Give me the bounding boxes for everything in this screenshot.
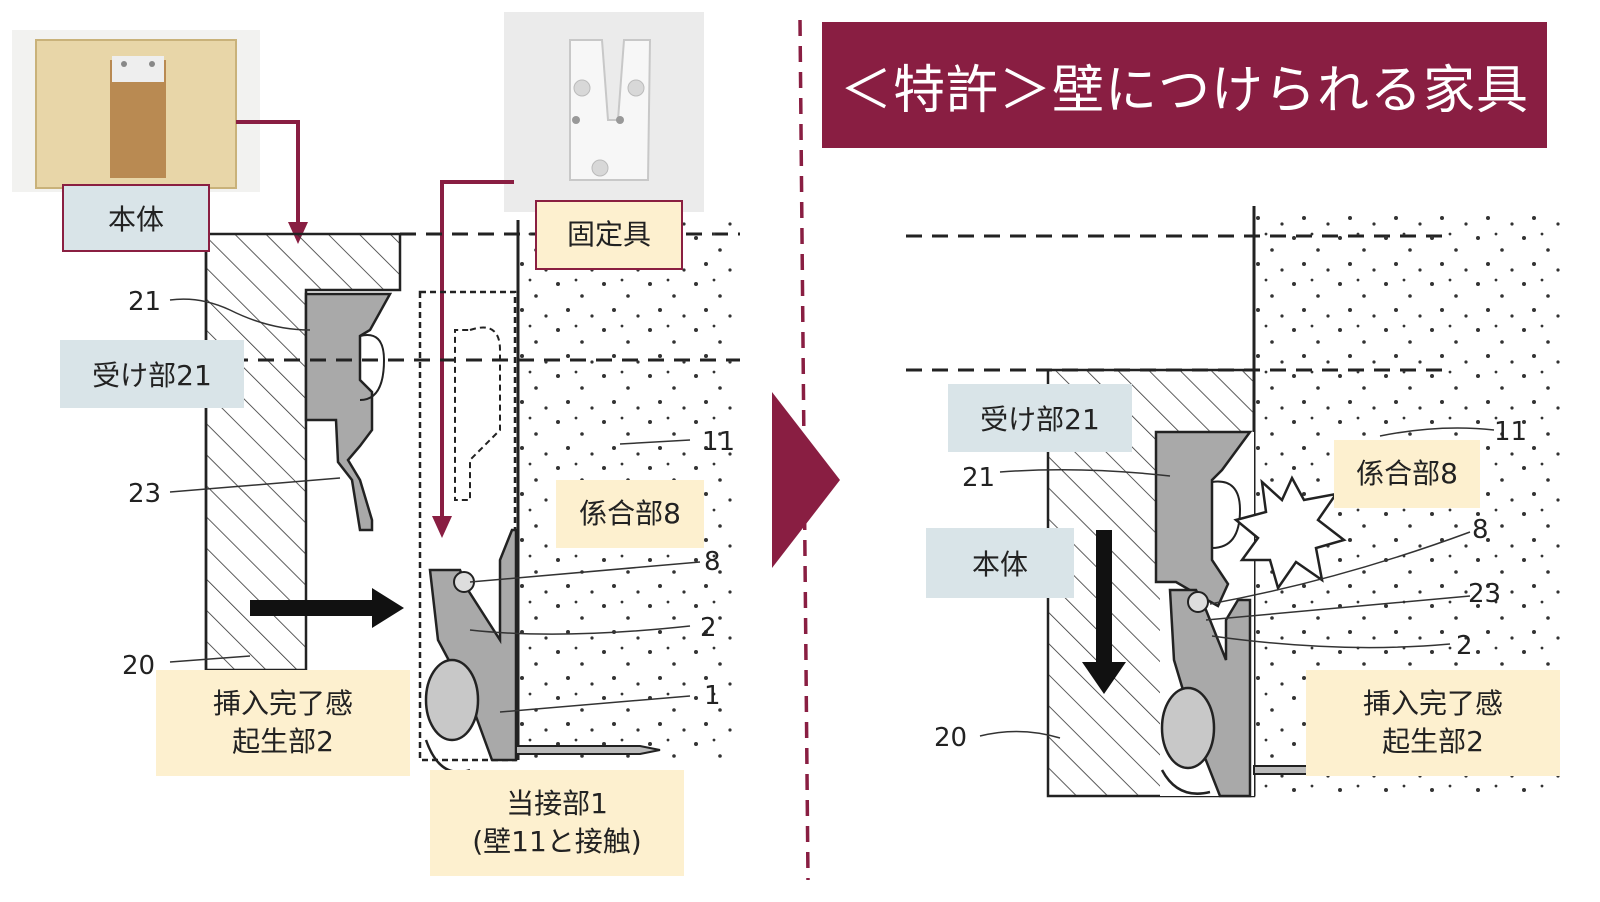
- label-line: (壁11と接触): [472, 825, 642, 858]
- ref-number: 21: [962, 463, 995, 493]
- ref-number: 23: [1468, 579, 1501, 609]
- ref-number: 2: [1456, 631, 1473, 661]
- ref-number: 8: [704, 547, 721, 577]
- label-kagoubu: 係合部8: [556, 480, 704, 548]
- label-sounyu: 挿入完了感 起生部2: [156, 670, 410, 776]
- ref-number: 2: [700, 613, 717, 643]
- label-tousetsu: 当接部1 (壁11と接触): [430, 770, 684, 876]
- ref-number: 21: [128, 287, 161, 317]
- arrow-right-icon: [372, 588, 404, 628]
- triangle-right-icon: [772, 392, 840, 568]
- label-kagoubu: 係合部8: [1334, 440, 1480, 508]
- label-ukebu: 受け部21: [60, 340, 244, 408]
- arrow-down-icon: [1082, 662, 1126, 694]
- wall-fixture-photo: [504, 12, 704, 212]
- label-hontai: 本体: [926, 528, 1074, 598]
- ref-number: 20: [122, 651, 155, 681]
- label-ukebu: 受け部21: [948, 384, 1132, 452]
- label-sounyu: 挿入完了感 起生部2: [1306, 670, 1560, 776]
- label-line: 挿入完了感: [1362, 687, 1503, 721]
- ref-number: 8: [1472, 515, 1489, 545]
- ref-number: 20: [934, 723, 967, 753]
- label-line: 起生部2: [1382, 725, 1484, 758]
- label-line: 挿入完了感: [212, 687, 353, 721]
- connector-line-fixture: [440, 180, 514, 530]
- label-hontai: 本体: [62, 184, 210, 252]
- burst-icon: [1233, 475, 1347, 591]
- wooden-block-photo: [12, 30, 260, 192]
- ref-number: 11: [702, 427, 735, 457]
- arrow-down-icon: [432, 516, 452, 538]
- label-line: 当接部1: [506, 787, 608, 821]
- page-title: ＜特許＞壁につけられる家具: [822, 22, 1547, 148]
- label-koteigu: 固定具: [535, 200, 683, 270]
- ref-number: 11: [1494, 417, 1527, 447]
- label-line: 起生部2: [232, 725, 334, 758]
- ref-number: 1: [704, 681, 721, 711]
- ref-number: 23: [128, 479, 161, 509]
- connector-line-body: [236, 120, 300, 236]
